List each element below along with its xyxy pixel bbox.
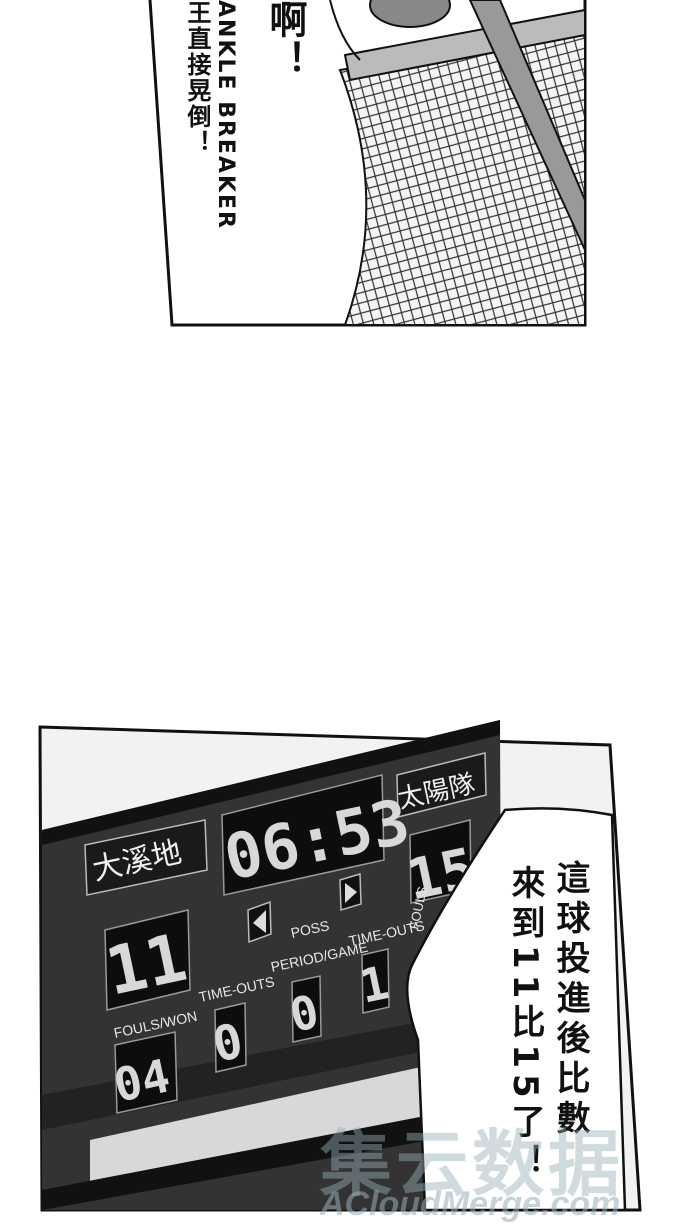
fouls-won-value: 04 (109, 1048, 174, 1112)
watermark-english: ACloudMerge.com (320, 1185, 621, 1223)
scoreboard-art: 大溪地 06:53 太陽隊 11 15 POSS FOULS/WON 04 TI… (38, 720, 642, 1212)
watermark-chinese: 集云数据 (320, 1122, 625, 1206)
poss-right-arrow-icon (345, 883, 357, 903)
speech-bubble-shape (406, 807, 627, 1212)
top-panel-art (148, 0, 587, 327)
knocked-down-text: 王直接晃倒！ (183, 0, 211, 156)
ankle-breaker-text: ANKLE BREAKER (213, 0, 238, 230)
poss-label: POSS (289, 917, 330, 941)
top-panel: 啊！ ANKLE BREAKER 王直接晃倒！ (0, 0, 700, 340)
bubble-line-2: 來到11比15了！ (505, 865, 545, 1184)
scoreboard-panel: 大溪地 06:53 太陽隊 11 15 POSS FOULS/WON 04 TI… (0, 720, 700, 1230)
home-score: 11 (99, 919, 193, 1011)
poss-left-arrow-icon (253, 910, 266, 933)
bubble-line-1: 這球投進後比數 (550, 860, 590, 1140)
exclaim-text: 啊！ (263, 0, 307, 80)
